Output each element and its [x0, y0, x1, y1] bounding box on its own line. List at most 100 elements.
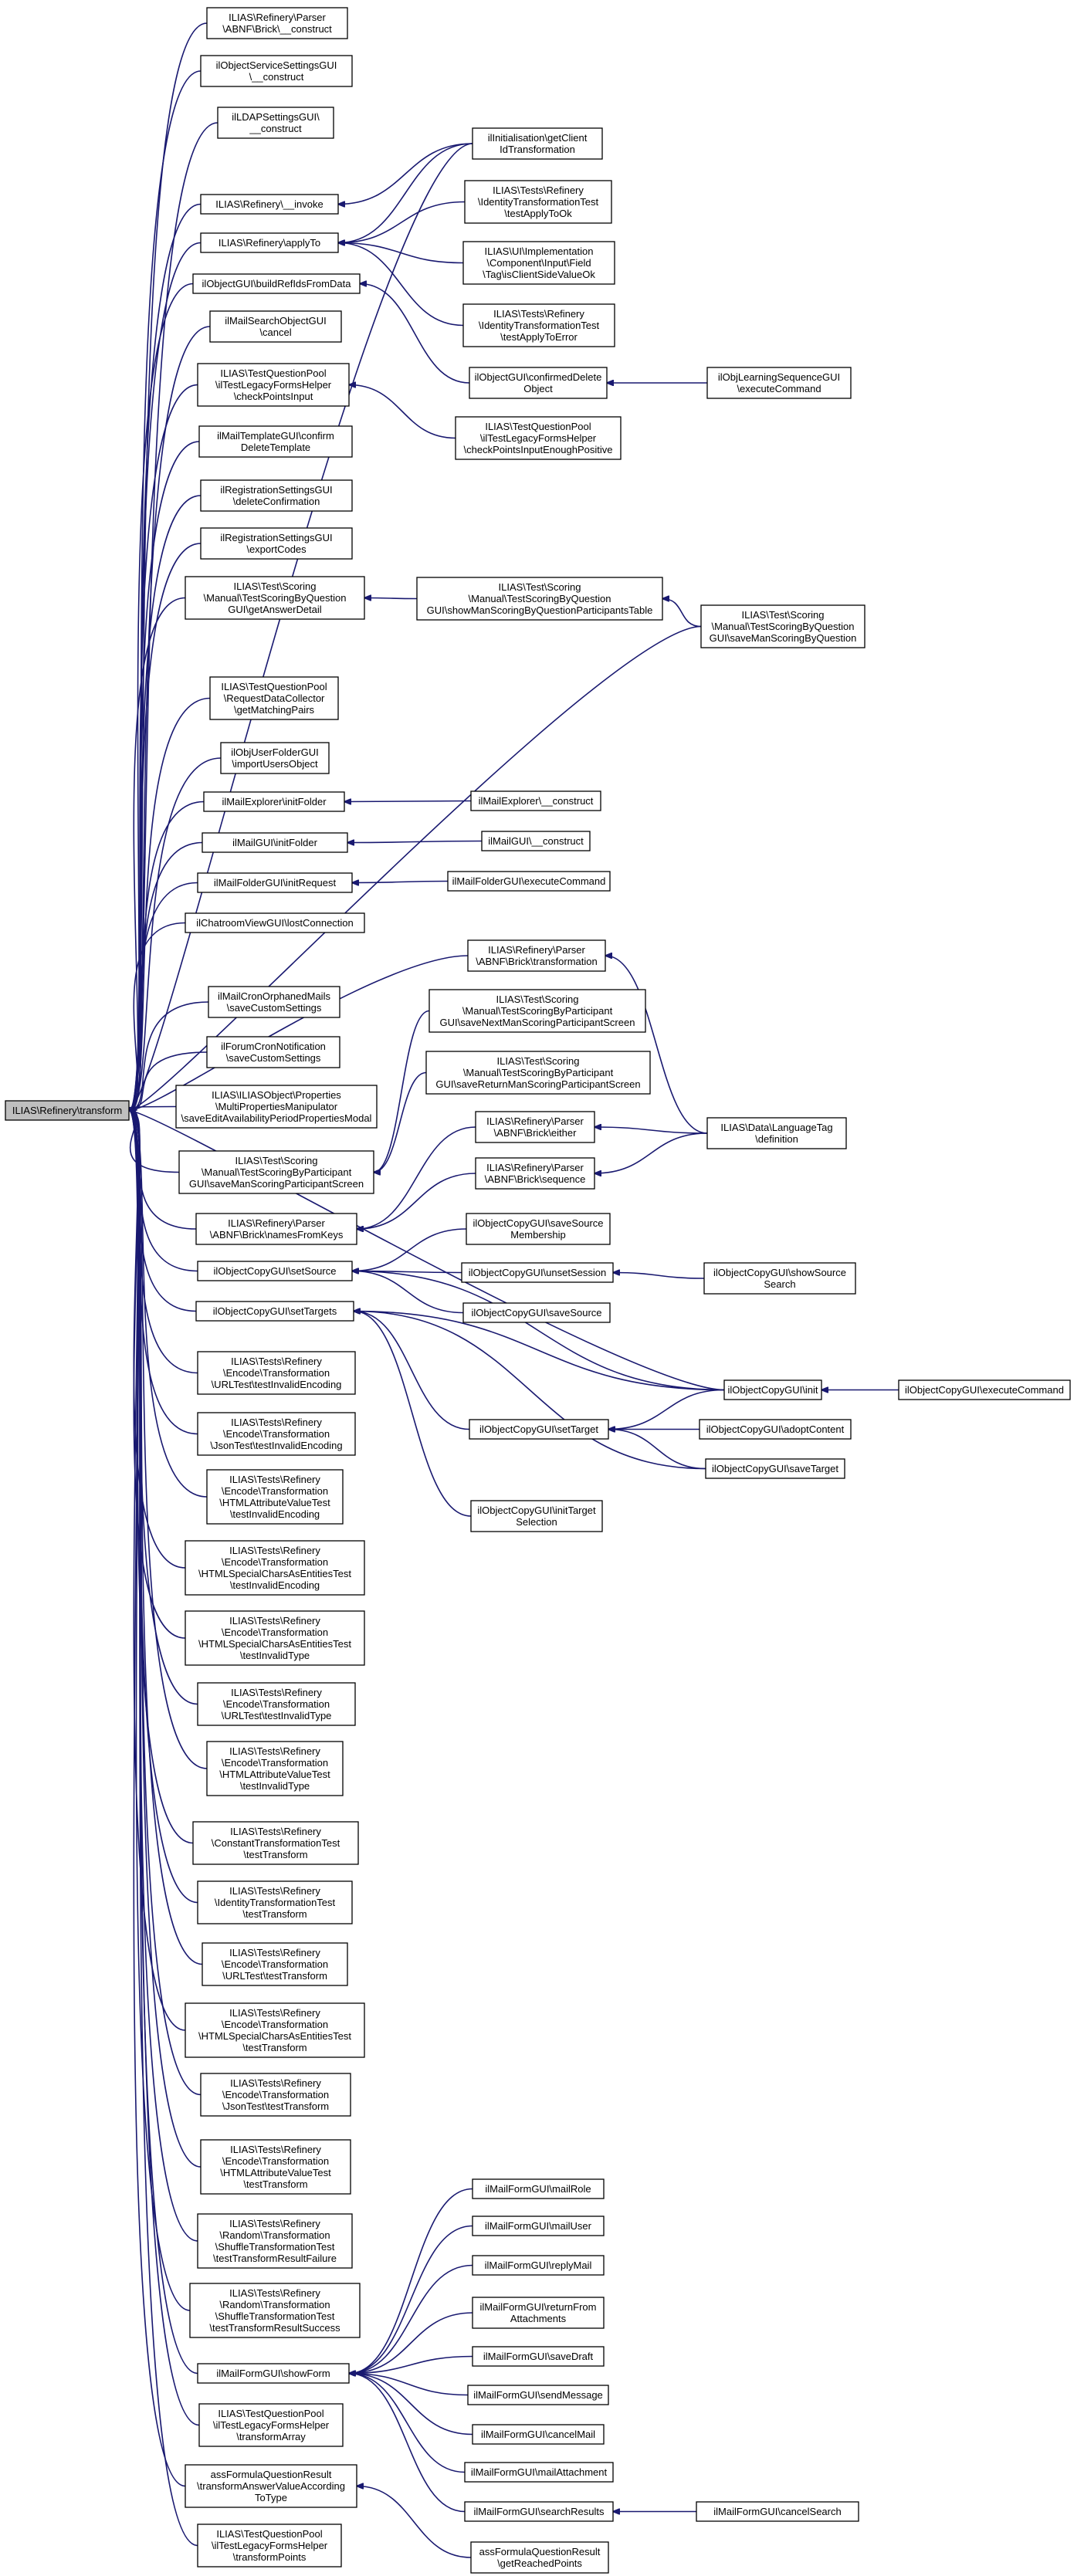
node-ilmailformgui-sendmessage[interactable]: ilMailFormGUI\sendMessage: [467, 2385, 609, 2405]
node-label-line: ilObjectCopyGUI\showSource: [713, 1267, 846, 1278]
node-ilias-refinery-applyto[interactable]: ILIAS\Refinery\applyTo: [200, 232, 339, 253]
node-ilmailsearchobjectgui-cancel[interactable]: ilMailSearchObjectGUI\cancel: [209, 310, 342, 343]
node-ilias-tests-refinery-random-transformation-shuffletransforma[interactable]: ILIAS\Tests\Refinery\Random\Transformati…: [197, 2213, 353, 2269]
node-label-line: \HTMLAttributeValueTest: [220, 2167, 331, 2178]
node-box: [455, 416, 622, 460]
edge-n18-to-root: [129, 922, 186, 1111]
node-ilias-ui-implementation-component-input-field-tag-isclientsi[interactable]: ILIAS\UI\Implementation\Component\Input\…: [462, 241, 615, 285]
node-ilias-tests-refinery-identitytransformationtest-testapplytoe[interactable]: ILIAS\Tests\Refinery\IdentityTransformat…: [462, 303, 615, 347]
node-assformulaquestionresult-getreachedpoints[interactable]: assFormulaQuestionResult\getReachedPoint…: [470, 2541, 609, 2574]
node-ilobjectcopygui-unsetsession[interactable]: ilObjectCopyGUI\unsetSession: [461, 1262, 614, 1283]
node-ilias-iliasobject-properties-multipropertiesmanipulator-save[interactable]: ILIAS\ILIASObject\Properties\MultiProper…: [175, 1085, 378, 1129]
node-ilias-testquestionpool-iltestlegacyformshelper-transformarra[interactable]: ILIAS\TestQuestionPool\ilTestLegacyForms…: [198, 2403, 344, 2447]
node-ilias-refinery-parser-abnf-brick-transformation[interactable]: ILIAS\Refinery\Parser\ABNF\Brick\transfo…: [467, 939, 606, 972]
node-ilforumcronnotification-savecustomsettings[interactable]: ilForumCronNotification\saveCustomSettin…: [206, 1036, 340, 1068]
node-ilias-testquestionpool-iltestlegacyformshelper-checkpointsin[interactable]: ILIAS\TestQuestionPool\ilTestLegacyForms…: [197, 363, 350, 407]
node-ilmailformgui-showform[interactable]: ilMailFormGUI\showForm: [197, 2363, 350, 2384]
node-ilias-test-scoring-manual-testscoringbyquestiongui-getanswer[interactable]: ILIAS\Test\Scoring\Manual\TestScoringByQ…: [185, 576, 365, 620]
node-ilmailgui-construct[interactable]: ilMailGUI\__construct: [481, 831, 591, 851]
node-ilias-data-languagetag-definition[interactable]: ILIAS\Data\LanguageTag\definition: [706, 1117, 847, 1149]
node-ilmailexplorer-initfolder[interactable]: ilMailExplorer\initFolder: [203, 791, 345, 812]
node-ilobjectgui-buildrefidsfromdata[interactable]: ilObjectGUI\buildRefIdsFromData: [192, 273, 361, 294]
node-ilobjectcopygui-setsource[interactable]: ilObjectCopyGUI\setSource: [197, 1261, 353, 1281]
node-ilmailgui-initfolder[interactable]: ilMailGUI\initFolder: [202, 832, 348, 853]
node-ilregistrationsettingsgui-exportcodes[interactable]: ilRegistrationSettingsGUI\exportCodes: [200, 527, 353, 560]
node-ilinitialisation-getclientidtransformation[interactable]: ilInitialisation\getClientIdTransformati…: [472, 127, 603, 160]
node-ilias-tests-refinery-encode-transformation-urltest-testtrans[interactable]: ILIAS\Tests\Refinery\Encode\Transformati…: [202, 1942, 348, 1986]
node-ilias-refinery-invoke[interactable]: ILIAS\Refinery\__invoke: [200, 194, 339, 215]
node-ilias-test-scoring-manual-testscoringbyquestiongui-savemansc[interactable]: ILIAS\Test\Scoring\Manual\TestScoringByQ…: [700, 604, 866, 648]
node-ilias-refinery-parser-abnf-brick-sequence[interactable]: ILIAS\Refinery\Parser\ABNF\Brick\sequenc…: [475, 1157, 595, 1190]
node-ilias-refinery-parser-abnf-brick-namesfromkeys[interactable]: ILIAS\Refinery\Parser\ABNF\Brick\namesFr…: [195, 1213, 357, 1245]
node-ilias-tests-refinery-encode-transformation-urltest-testinval[interactable]: ILIAS\Tests\Refinery\Encode\Transformati…: [197, 1682, 356, 1726]
node-ilias-refinery-transform[interactable]: ILIAS\Refinery\transform: [5, 1100, 130, 1121]
node-ilias-tests-refinery-encode-transformation-htmlattributevalu[interactable]: ILIAS\Tests\Refinery\Encode\Transformati…: [206, 1469, 344, 1525]
node-ilias-test-scoring-manual-testscoringbyparticipantgui-savene[interactable]: ILIAS\Test\Scoring\Manual\TestScoringByP…: [429, 989, 646, 1033]
node-ilias-test-scoring-manual-testscoringbyparticipantgui-savere[interactable]: ILIAS\Test\Scoring\Manual\TestScoringByP…: [425, 1051, 651, 1095]
node-ilias-tests-refinery-encode-transformation-htmlattributevalu[interactable]: ILIAS\Tests\Refinery\Encode\Transformati…: [200, 2139, 351, 2195]
node-box: [185, 1610, 365, 1666]
node-ilias-refinery-parser-abnf-brick-either[interactable]: ILIAS\Refinery\Parser\ABNF\Brick\either: [475, 1111, 595, 1143]
node-ilobjectcopygui-init[interactable]: ilObjectCopyGUI\init: [723, 1379, 822, 1400]
node-ilias-testquestionpool-iltestlegacyformshelper-checkpointsin[interactable]: ILIAS\TestQuestionPool\ilTestLegacyForms…: [455, 416, 622, 460]
node-ilobjectcopygui-settargets[interactable]: ilObjectCopyGUI\setTargets: [195, 1301, 354, 1322]
node-label-line: ilObjectCopyGUI\initTarget: [477, 1505, 596, 1516]
node-ilobjectcopygui-adoptcontent[interactable]: ilObjectCopyGUI\adoptContent: [699, 1419, 852, 1440]
node-ilias-tests-refinery-encode-transformation-htmlspecialcharsa[interactable]: ILIAS\Tests\Refinery\Encode\Transformati…: [185, 2002, 365, 2058]
node-ilias-tests-refinery-constanttransformationtest-testtransfor[interactable]: ILIAS\Tests\Refinery\ConstantTransformat…: [192, 1821, 359, 1865]
node-ilobjectcopygui-executecommand[interactable]: ilObjectCopyGUI\executeCommand: [898, 1379, 1071, 1400]
node-label-line: ilMailExplorer\initFolder: [222, 796, 327, 807]
node-ilobjectcopygui-savesource[interactable]: ilObjectCopyGUI\saveSource: [462, 1302, 611, 1323]
node-ilias-tests-refinery-encode-transformation-jsontest-testtran[interactable]: ILIAS\Tests\Refinery\Encode\Transformati…: [200, 2073, 351, 2117]
node-ilobjlearningsequencegui-executecommand[interactable]: ilObjLearningSequenceGUI\executeCommand: [706, 367, 852, 399]
node-ilmailformgui-mailuser[interactable]: ilMailFormGUI\mailUser: [472, 2215, 605, 2236]
node-ilchatroomviewgui-lostconnection[interactable]: ilChatroomViewGUI\lostConnection: [185, 912, 365, 933]
node-ilias-tests-refinery-identitytransformationtest-testtransfor[interactable]: ILIAS\Tests\Refinery\IdentityTransformat…: [197, 1880, 353, 1924]
node-ilobjectservicesettingsgui-construct[interactable]: ilObjectServiceSettingsGUI\__construct: [200, 55, 353, 87]
node-ilias-tests-refinery-identitytransformationtest-testapplytoo[interactable]: ILIAS\Tests\Refinery\IdentityTransformat…: [464, 180, 612, 224]
node-ilmailformgui-savedraft[interactable]: ilMailFormGUI\saveDraft: [472, 2346, 605, 2367]
node-ilmailformgui-mailattachment[interactable]: ilMailFormGUI\mailAttachment: [464, 2462, 614, 2483]
node-label-line: ILIAS\Test\Scoring: [235, 1155, 318, 1166]
node-ilmailcronorphanedmails-savecustomsettings[interactable]: ilMailCronOrphanedMails\saveCustomSettin…: [208, 986, 340, 1018]
edge-n19-to-root: [129, 1001, 209, 1111]
node-ilias-test-scoring-manual-testscoringbyquestiongui-showmansc[interactable]: ILIAS\Test\Scoring\Manual\TestScoringByQ…: [416, 577, 663, 621]
node-ilias-test-scoring-manual-testscoringbyparticipantgui-savema[interactable]: ILIAS\Test\Scoring\Manual\TestScoringByP…: [178, 1150, 374, 1194]
node-ilias-tests-refinery-encode-transformation-htmlspecialcharsa[interactable]: ILIAS\Tests\Refinery\Encode\Transformati…: [185, 1540, 365, 1596]
node-label-line: \JsonTest\testInvalidEncoding: [210, 1440, 342, 1451]
node-ilias-refinery-parser-abnf-brick-construct[interactable]: ILIAS\Refinery\Parser\ABNF\Brick\__const…: [206, 7, 348, 39]
node-box: [200, 2139, 351, 2195]
node-ilmailformgui-replymail[interactable]: ilMailFormGUI\replyMail: [472, 2255, 605, 2276]
node-ilias-tests-refinery-encode-transformation-htmlspecialcharsa[interactable]: ILIAS\Tests\Refinery\Encode\Transformati…: [185, 1610, 365, 1666]
node-ilmailformgui-cancelsearch[interactable]: ilMailFormGUI\cancelSearch: [696, 2501, 859, 2522]
node-ilregistrationsettingsgui-deleteconfirmation[interactable]: ilRegistrationSettingsGUI\deleteConfirma…: [200, 479, 353, 512]
node-ilobjectcopygui-settarget[interactable]: ilObjectCopyGUI\setTarget: [469, 1419, 609, 1440]
edge-r3-to-m14: [595, 1127, 708, 1134]
node-assformulaquestionresult-transformanswervalueaccordingtotype[interactable]: assFormulaQuestionResult\transformAnswer…: [185, 2464, 357, 2508]
node-ilobjuserfoldergui-importusersobject[interactable]: ilObjUserFolderGUI\importUsersObject: [220, 742, 330, 774]
node-ilmailformgui-cancelmail[interactable]: ilMailFormGUI\cancelMail: [472, 2424, 605, 2445]
node-ilias-tests-refinery-encode-transformation-htmlattributevalu[interactable]: ILIAS\Tests\Refinery\Encode\Transformati…: [206, 1741, 344, 1796]
node-label-line: \Random\Transformation: [219, 2229, 330, 2241]
node-label-line: ilObjLearningSequenceGUI: [718, 371, 840, 383]
node-label-line: ILIAS\Refinery\Parser: [486, 1115, 584, 1127]
node-ilmailfoldergui-initrequest[interactable]: ilMailFolderGUI\initRequest: [197, 872, 353, 893]
node-illdapsettingsgui-construct[interactable]: ilLDAPSettingsGUI\__construct: [217, 107, 334, 139]
node-ilias-tests-refinery-encode-transformation-urltest-testinval[interactable]: ILIAS\Tests\Refinery\Encode\Transformati…: [197, 1351, 356, 1395]
node-ilias-testquestionpool-requestdatacollector-getmatchingpairs[interactable]: ILIAS\TestQuestionPool\RequestDataCollec…: [209, 676, 339, 720]
node-ilmailfoldergui-executecommand[interactable]: ilMailFolderGUI\executeCommand: [447, 871, 611, 892]
node-ilmailformgui-searchresults[interactable]: ilMailFormGUI\searchResults: [464, 2501, 614, 2522]
node-ilobjectcopygui-savetarget[interactable]: ilObjectCopyGUI\saveTarget: [705, 1458, 845, 1479]
node-ilmailformgui-mailrole[interactable]: ilMailFormGUI\mailRole: [472, 2178, 605, 2199]
node-label-line: ilMailSearchObjectGUI: [225, 315, 327, 327]
node-ilias-tests-refinery-encode-transformation-jsontest-testinva[interactable]: ILIAS\Tests\Refinery\Encode\Transformati…: [197, 1412, 356, 1456]
node-ilias-tests-refinery-random-transformation-shuffletransforma[interactable]: ILIAS\Tests\Refinery\Random\Transformati…: [189, 2283, 361, 2338]
node-ilias-testquestionpool-iltestlegacyformshelper-transformpoin[interactable]: ILIAS\TestQuestionPool\ilTestLegacyForms…: [197, 2524, 342, 2568]
node-ilmailexplorer-construct[interactable]: ilMailExplorer\__construct: [470, 790, 601, 811]
